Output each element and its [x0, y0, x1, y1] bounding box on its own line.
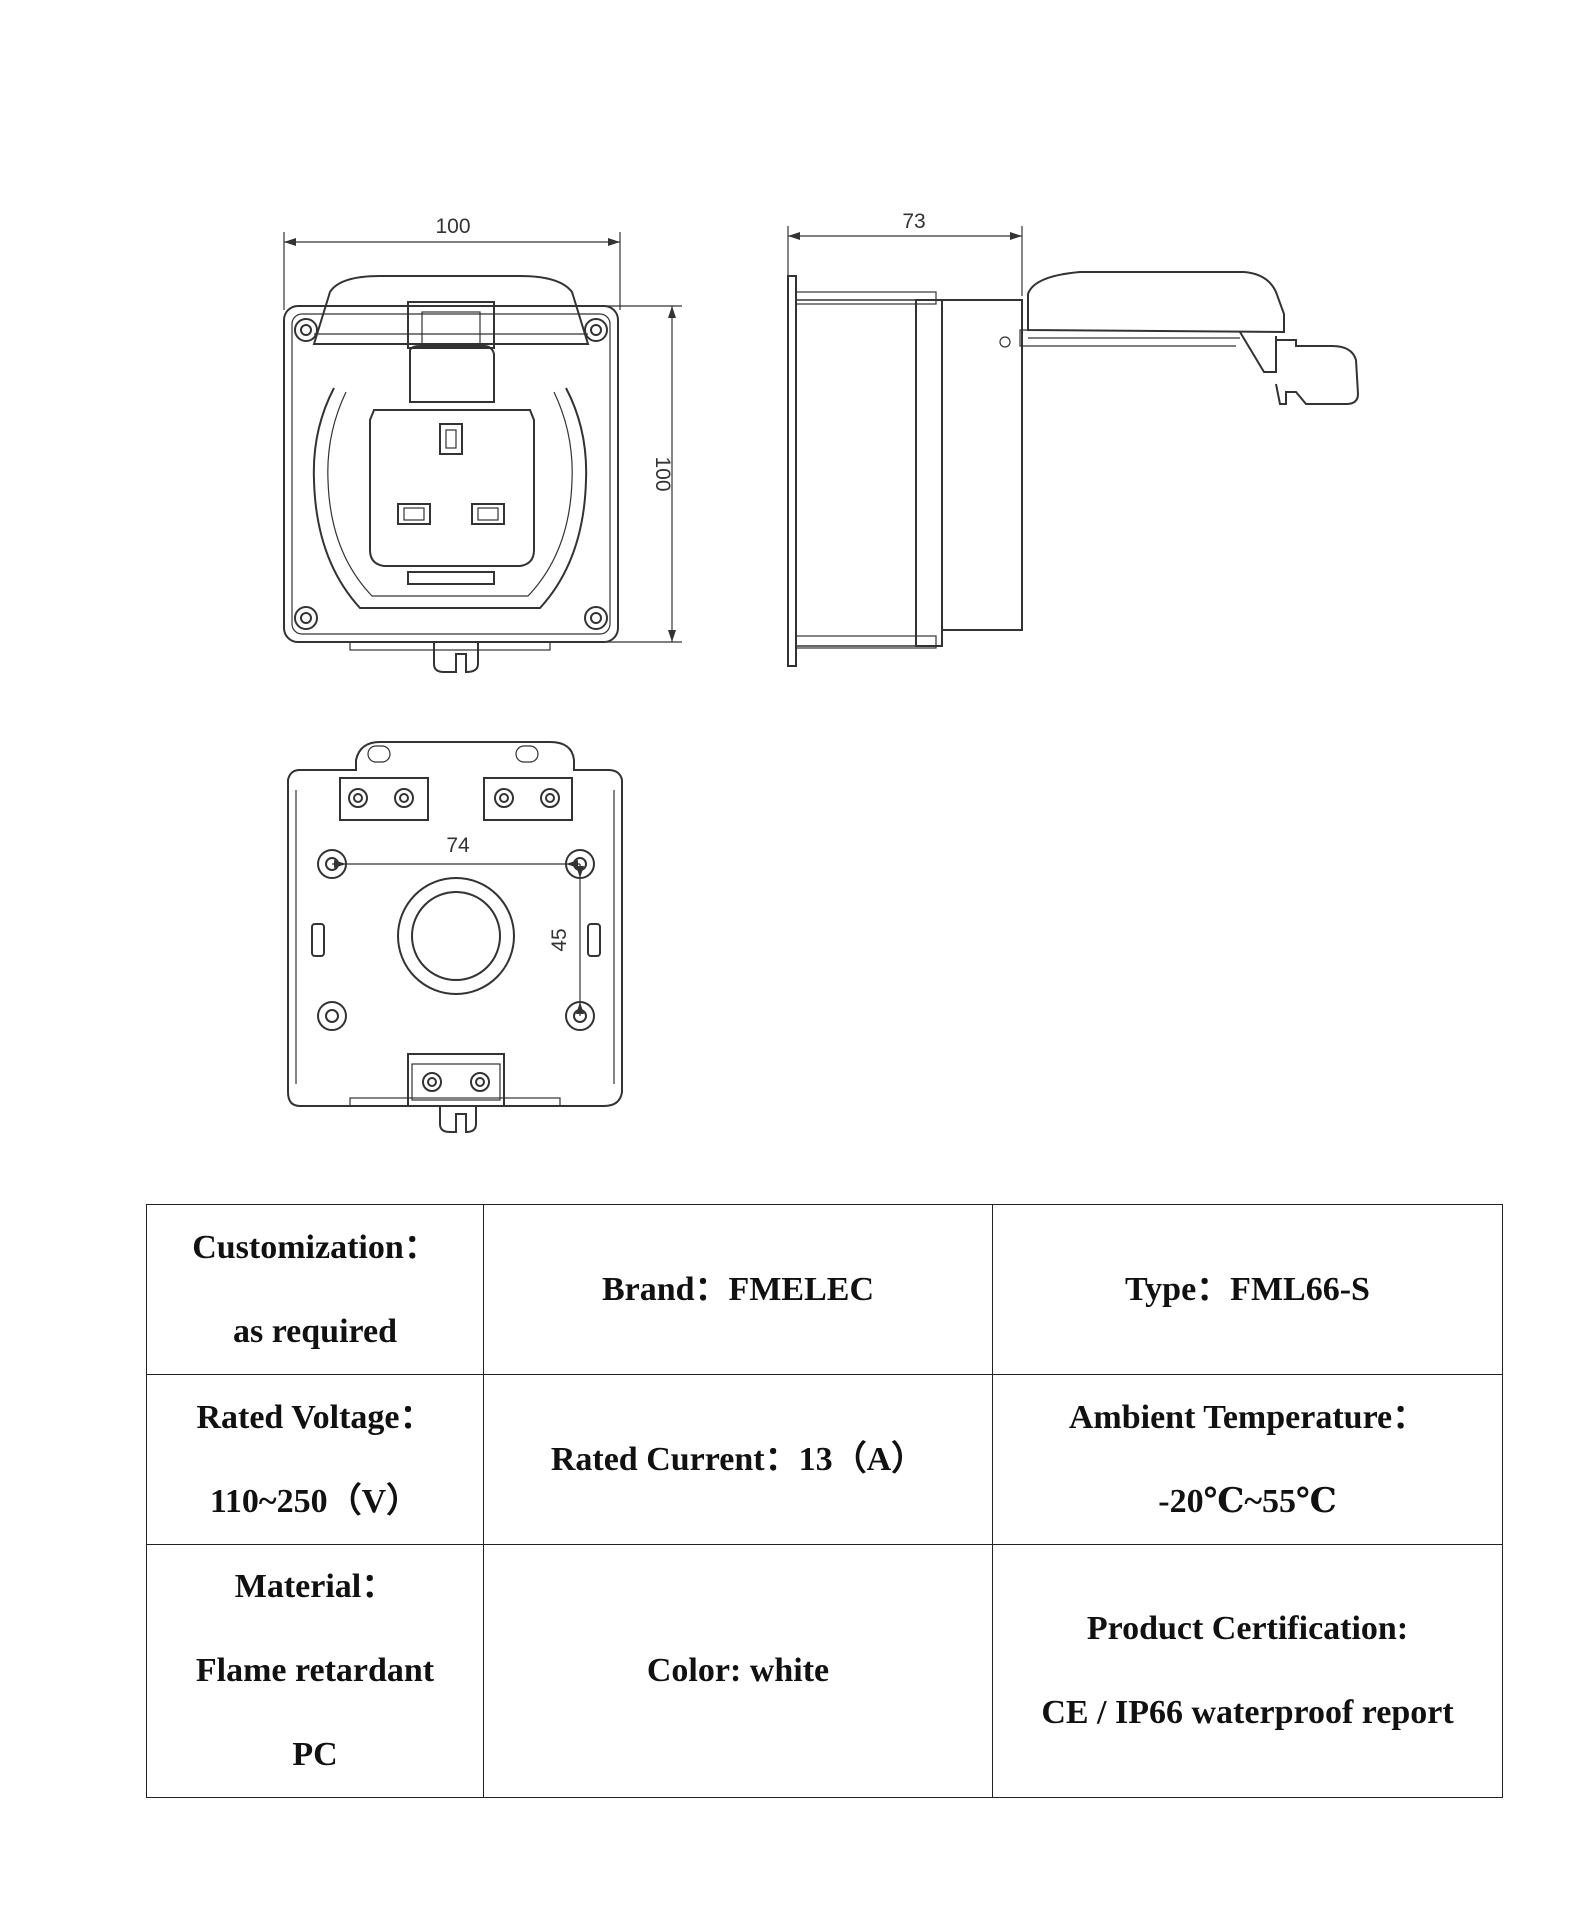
spec-cell-line: -20℃~55℃: [1158, 1482, 1337, 1520]
side-view: 73: [787, 210, 1360, 667]
front-height-label: 100: [651, 456, 674, 491]
spec-cell-line: Rated Current：13（A）: [550, 1440, 926, 1478]
spec-cell-line: Product Certification:: [1086, 1610, 1409, 1647]
front-width-dimension: 100: [283, 215, 621, 310]
back-hspacing-label: 74: [446, 834, 470, 857]
cover-latch: [407, 301, 495, 403]
spec-cell-line: as required: [232, 1312, 398, 1350]
rated-voltage-cell: Rated Voltage： 110~250（V）: [146, 1374, 484, 1545]
product-certification-cell: Product Certification: CE / IP66 waterpro…: [992, 1544, 1503, 1798]
front-height-dimension: 100: [600, 305, 682, 643]
brand-cell: Brand：FMELEC: [483, 1204, 993, 1375]
type-cell: Type：FML66-S: [992, 1204, 1503, 1375]
spec-cell-line: Material：: [234, 1568, 396, 1605]
spec-cell-line: Brand：FMELEC: [601, 1270, 875, 1308]
spec-cell-line: Color: white: [646, 1652, 830, 1689]
cable-entry: [397, 877, 515, 995]
socket-face: [369, 409, 535, 585]
spec-table: Customization： as required Brand：FMELEC Typ…: [146, 1204, 1503, 1798]
side-open-cover: [1019, 271, 1360, 405]
back-body: [287, 741, 623, 1107]
spec-cell-line: Rated Voltage：: [196, 1398, 434, 1436]
front-view: 100 100: [283, 215, 682, 674]
spec-cell-line: PC: [292, 1736, 338, 1773]
spec-cell-line: CE / IP66 waterproof report: [1041, 1694, 1454, 1731]
side-depth-dimension: 73: [787, 210, 1023, 296]
spec-cell-line: 110~250（V）: [209, 1482, 421, 1520]
customization-cell: Customization： as required: [146, 1204, 484, 1375]
front-plate: [283, 305, 619, 643]
rated-current-cell: Rated Current：13（A）: [483, 1374, 993, 1545]
color-cell: Color: white: [483, 1544, 993, 1798]
back-vspacing-label: 45: [548, 928, 571, 951]
spec-cell-line: Ambient Temperature：: [1068, 1398, 1427, 1436]
spec-cell-line: Flame retardant: [195, 1652, 435, 1689]
spec-row: Customization： as required Brand：FMELEC Typ…: [146, 1204, 1503, 1375]
spec-cell-line: Customization：: [192, 1228, 438, 1266]
back-vspacing-dimension: 45: [548, 864, 584, 1016]
front-width-label: 100: [435, 215, 470, 238]
side-depth-label: 73: [902, 210, 925, 233]
spec-row: Rated Voltage： 110~250（V） Rated Current：13…: [146, 1374, 1503, 1545]
ambient-temperature-cell: Ambient Temperature： -20℃~55℃: [992, 1374, 1503, 1545]
spec-cell-line: Type：FML66-S: [1125, 1270, 1370, 1308]
technical-drawings: 100 100: [283, 210, 1360, 1134]
back-view: 74 45: [287, 741, 623, 1134]
corner-screws: [294, 318, 608, 630]
back-hspacing-dimension: 74: [332, 834, 580, 868]
